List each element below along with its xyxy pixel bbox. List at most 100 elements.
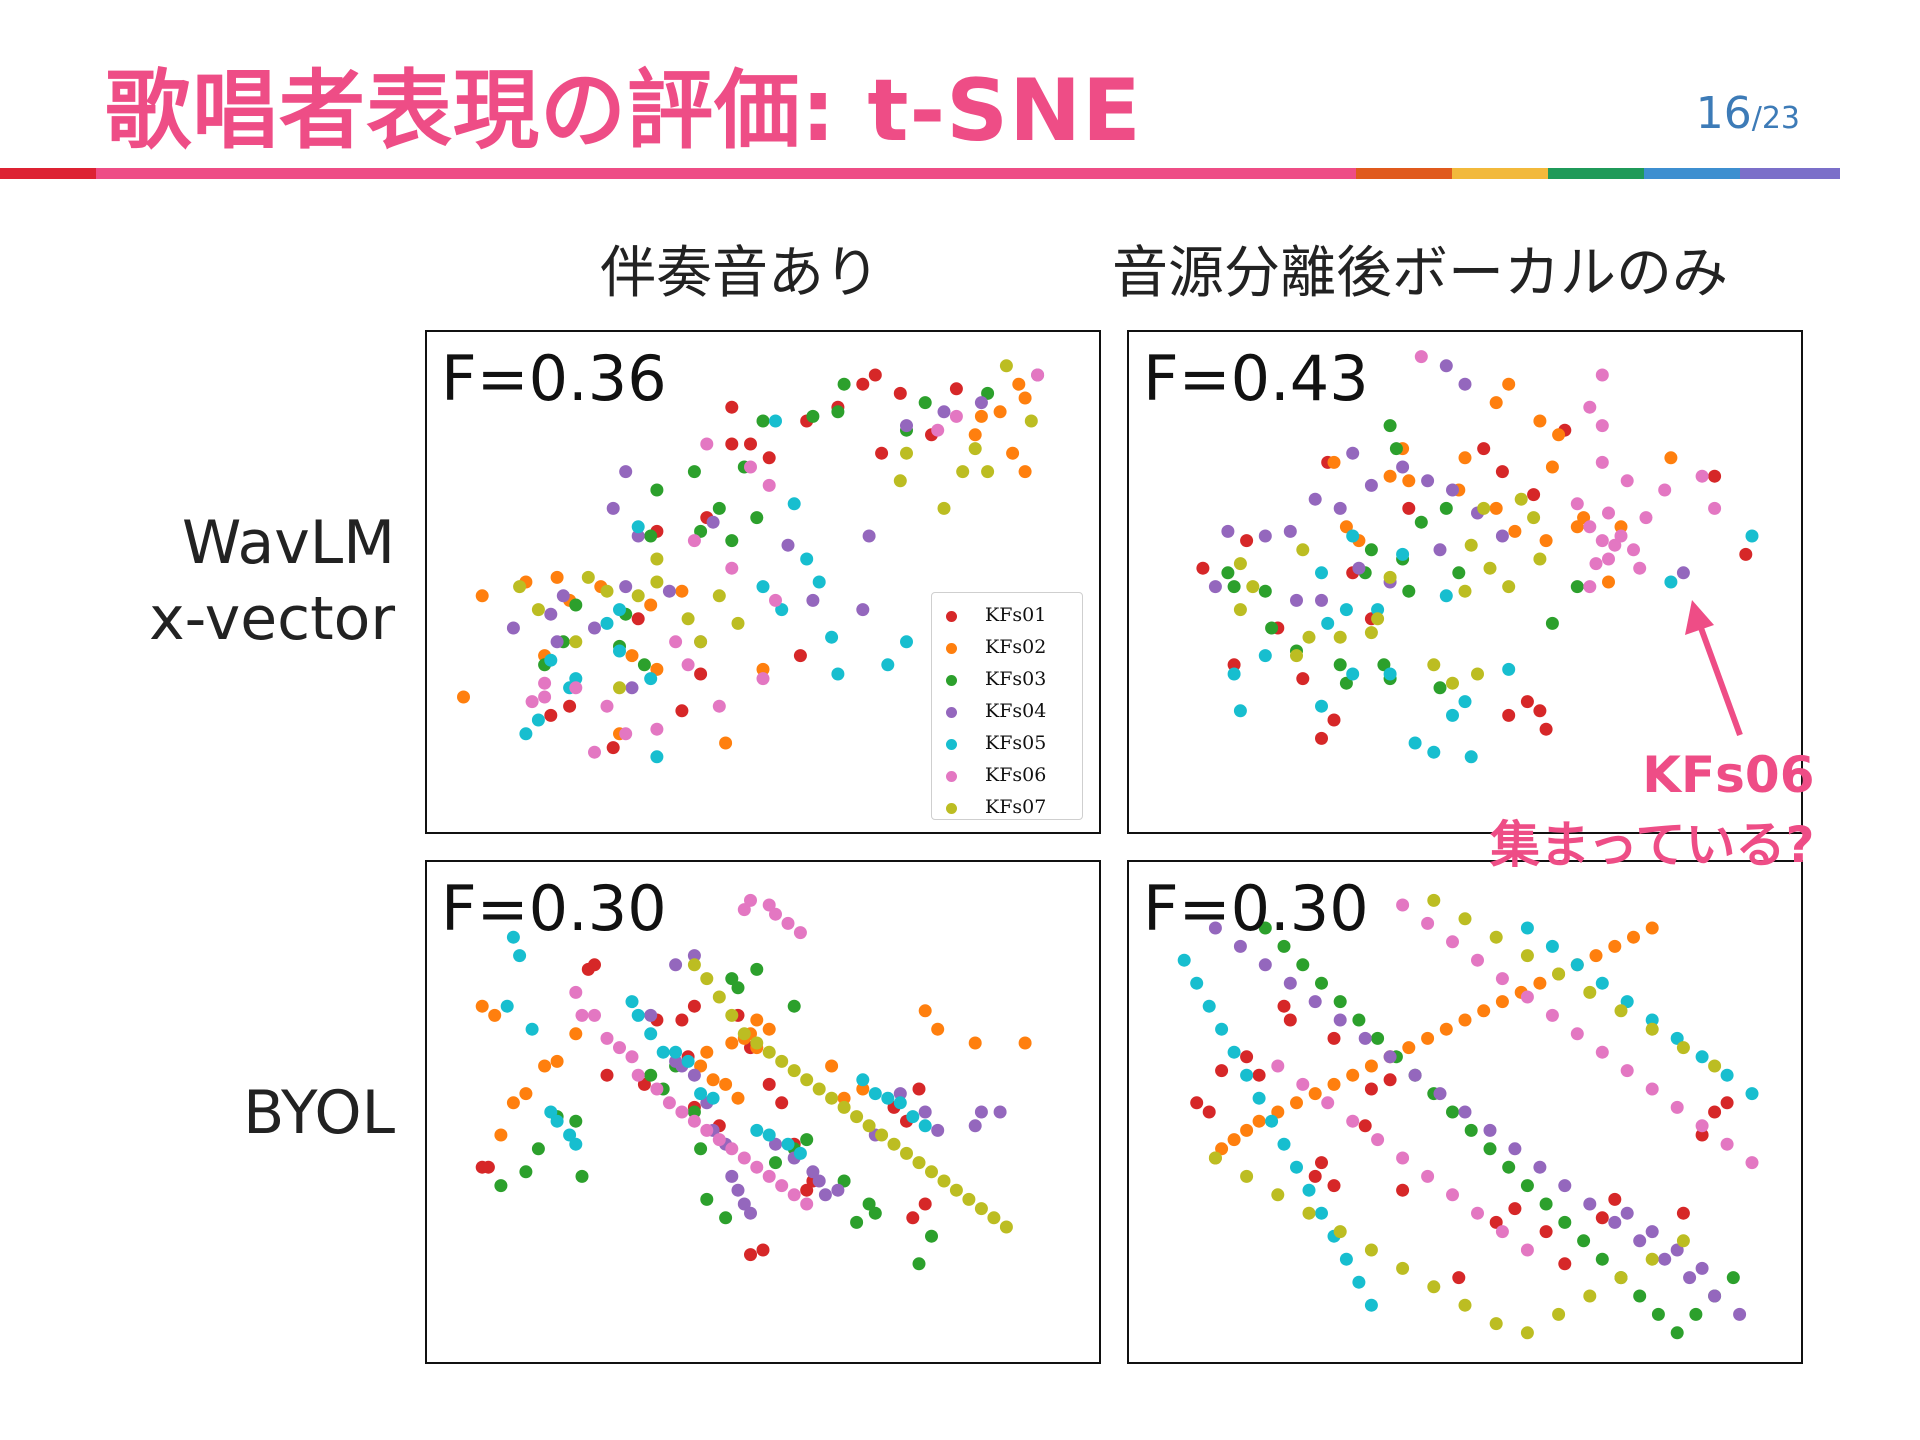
point-kfs04	[1533, 1160, 1547, 1174]
point-kfs04	[1439, 359, 1453, 373]
point-kfs06	[1639, 511, 1653, 525]
point-kfs01	[606, 741, 620, 755]
point-kfs07	[937, 1174, 951, 1188]
point-kfs06	[1414, 350, 1428, 364]
point-kfs07	[1708, 1059, 1722, 1073]
point-kfs04	[1283, 976, 1297, 990]
point-kfs01	[481, 1160, 495, 1174]
point-kfs03	[918, 396, 932, 410]
point-kfs04	[806, 593, 820, 607]
point-kfs06	[1602, 552, 1615, 566]
point-kfs01	[1489, 1215, 1503, 1229]
point-kfs06	[625, 1050, 639, 1064]
point-kfs04	[1290, 593, 1303, 607]
f-score-byol-mix: F=0.30	[441, 872, 667, 945]
point-kfs01	[1240, 1050, 1254, 1064]
point-kfs05	[1446, 708, 1459, 722]
point-kfs02	[1018, 1036, 1032, 1050]
point-kfs02	[1308, 1087, 1322, 1101]
point-kfs07	[1533, 552, 1547, 566]
point-kfs05	[1265, 1114, 1279, 1128]
point-kfs04	[1508, 1142, 1522, 1156]
point-kfs07	[999, 359, 1013, 373]
point-kfs03	[1383, 419, 1397, 433]
point-kfs04	[974, 396, 988, 410]
point-kfs02	[1533, 414, 1547, 428]
point-kfs02	[756, 662, 770, 676]
point-kfs05	[1202, 999, 1216, 1013]
point-kfs07	[1333, 1225, 1347, 1239]
annotation-arrow	[1685, 600, 1743, 737]
panel-byol-vocal: F=0.30	[1127, 860, 1803, 1364]
point-kfs01	[793, 649, 807, 663]
column-header-mix: 伴奏音あり	[600, 241, 880, 306]
point-kfs02	[1240, 1123, 1254, 1137]
point-kfs07	[1290, 649, 1303, 663]
point-kfs01	[1283, 1013, 1297, 1027]
stripe-segment	[96, 168, 1356, 179]
point-kfs07	[1614, 1004, 1628, 1018]
point-kfs07	[650, 575, 664, 589]
point-kfs06	[1589, 557, 1603, 571]
point-kfs04	[937, 405, 951, 419]
point-kfs06	[1520, 1243, 1534, 1257]
point-kfs07	[875, 1128, 889, 1142]
point-kfs06	[1471, 1206, 1484, 1220]
stripe-segment	[1548, 168, 1644, 179]
point-kfs05	[563, 1128, 577, 1142]
point-kfs01	[1720, 1096, 1734, 1110]
point-kfs02	[731, 1091, 745, 1105]
point-kfs03	[1371, 1031, 1385, 1045]
point-kfs03	[644, 1068, 658, 1082]
point-kfs05	[1227, 667, 1241, 681]
point-kfs03	[1414, 515, 1428, 529]
point-kfs07	[981, 465, 995, 479]
row-header-wavlm-line1: WavLM	[182, 508, 395, 578]
slide-title: 歌唱者表現の評価: t-SNE	[105, 61, 1142, 161]
point-kfs02	[700, 1045, 714, 1059]
point-kfs03	[1333, 995, 1347, 1009]
point-kfs07	[737, 1027, 751, 1041]
point-kfs04	[974, 1105, 988, 1119]
point-kfs05	[694, 1087, 708, 1101]
point-kfs04	[1346, 446, 1360, 460]
point-kfs05	[906, 1110, 920, 1124]
point-kfs07	[712, 589, 726, 603]
point-kfs03	[712, 501, 726, 515]
point-kfs05	[600, 616, 614, 630]
point-kfs04	[1458, 377, 1472, 391]
panel-wavlm-vocal: F=0.43	[1127, 330, 1803, 834]
point-kfs03	[1651, 1307, 1665, 1321]
point-kfs03	[1633, 1289, 1647, 1303]
point-kfs05	[1346, 667, 1360, 681]
point-kfs05	[756, 580, 770, 594]
point-kfs06	[1708, 501, 1722, 515]
point-kfs02	[1215, 1142, 1229, 1156]
point-kfs06	[700, 437, 714, 451]
point-kfs06	[1471, 953, 1484, 967]
point-kfs06	[1583, 400, 1597, 414]
point-kfs02	[993, 405, 1007, 419]
point-kfs03	[912, 1257, 926, 1271]
point-kfs05	[1408, 736, 1422, 750]
point-kfs01	[1539, 1225, 1553, 1239]
point-kfs05	[1321, 616, 1335, 630]
point-kfs07	[1208, 1151, 1222, 1165]
point-kfs06	[1396, 898, 1410, 912]
point-kfs02	[1458, 1013, 1472, 1027]
point-kfs05	[656, 1045, 670, 1059]
point-kfs05	[1290, 1160, 1303, 1174]
point-kfs03	[725, 972, 739, 986]
point-kfs01	[949, 382, 963, 396]
point-kfs07	[1471, 667, 1484, 681]
plot-frame	[1127, 330, 1803, 834]
point-kfs06	[744, 893, 757, 907]
point-kfs05	[1346, 529, 1360, 543]
point-kfs05	[750, 1123, 764, 1137]
point-kfs07	[1514, 492, 1528, 506]
point-kfs06	[538, 690, 552, 704]
point-kfs02	[1489, 501, 1503, 515]
point-kfs04	[931, 1123, 945, 1137]
point-kfs05	[1352, 1275, 1366, 1289]
point-kfs01	[725, 400, 739, 414]
